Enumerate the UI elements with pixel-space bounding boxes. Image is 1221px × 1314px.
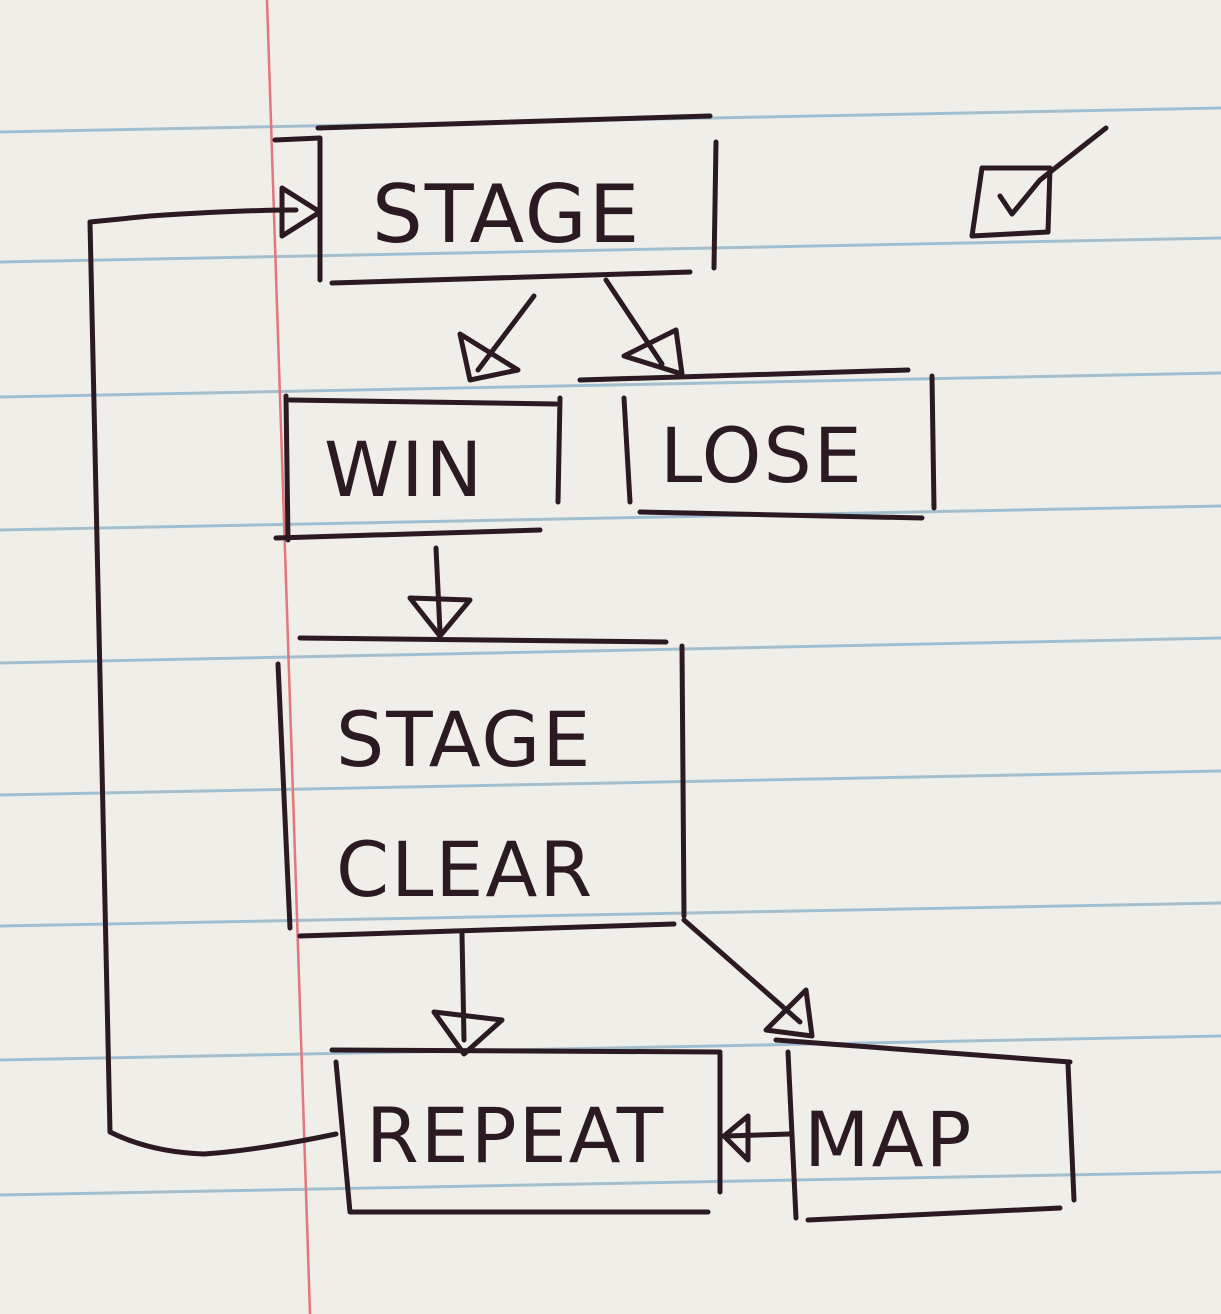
arrow-repeat-to-stage [87, 185, 339, 1157]
ruled-lines [0, 106, 1221, 1197]
checkbox-icon [969, 125, 1109, 239]
arrow-stage-to-lose [603, 277, 685, 377]
node-stage: STAGE [272, 113, 719, 286]
node-stage-clear-label-line2: CLEAR [336, 825, 594, 914]
node-lose: LOSE [577, 367, 937, 521]
node-map: MAP [773, 1037, 1077, 1223]
node-lose-label: LOSE [660, 411, 864, 500]
arrow-stage-clear-to-repeat [431, 931, 505, 1057]
arrow-stage-clear-to-map [681, 917, 815, 1039]
node-stage-label: STAGE [372, 168, 641, 261]
node-win: WIN [273, 393, 563, 543]
node-win-label: WIN [324, 425, 484, 514]
node-repeat-label: REPEAT [366, 1091, 665, 1180]
node-repeat: REPEAT [329, 1047, 723, 1215]
margin-line [265, 0, 312, 1314]
node-map-label: MAP [804, 1095, 973, 1184]
node-stage-clear: STAGE CLEAR [275, 635, 687, 939]
arrow-win-to-stage-clear [407, 545, 473, 639]
arrow-map-to-repeat [721, 1113, 793, 1163]
arrow-stage-to-win [457, 293, 537, 383]
node-stage-clear-label-line1: STAGE [336, 695, 592, 784]
